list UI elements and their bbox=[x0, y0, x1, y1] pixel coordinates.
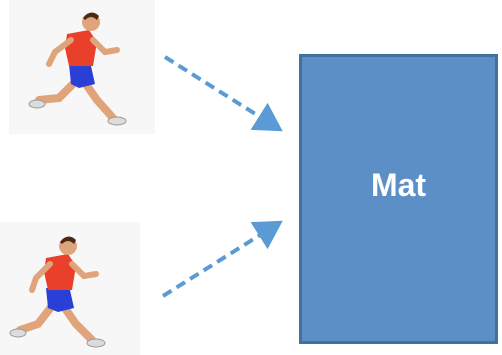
running-man-icon bbox=[28, 12, 127, 126]
runner-image-top bbox=[9, 0, 155, 134]
running-man-icon bbox=[9, 236, 106, 348]
arrow-top-to-mat bbox=[163, 55, 283, 132]
mat-box: Mat bbox=[299, 54, 498, 344]
runner-image-bottom bbox=[0, 222, 140, 355]
arrow-bottom-to-mat bbox=[161, 220, 283, 298]
mat-label: Mat bbox=[370, 166, 427, 203]
